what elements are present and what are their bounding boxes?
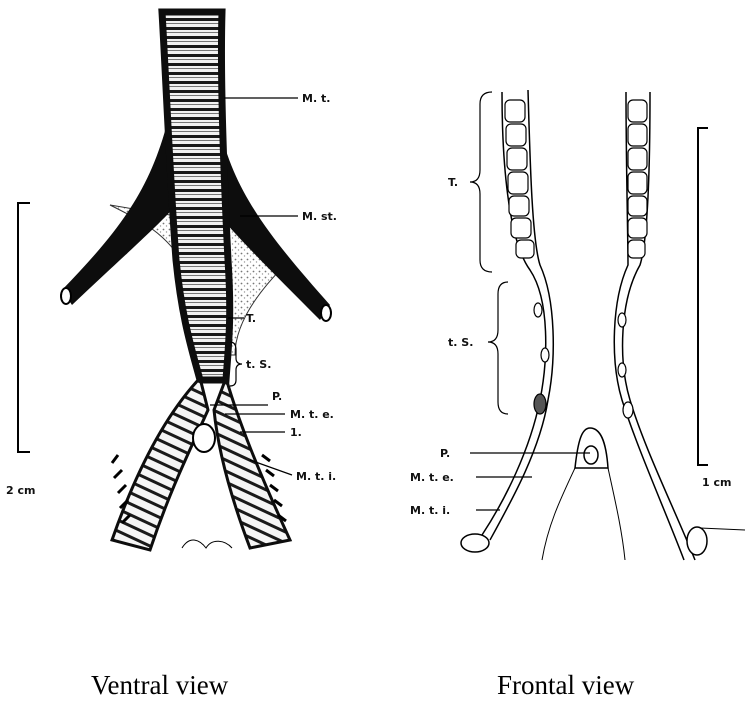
scale-bar-1cm	[698, 128, 708, 465]
muscle-end-left	[61, 288, 71, 304]
scale-label-1cm: 1 cm	[702, 476, 731, 489]
label-l: 1.	[290, 426, 302, 439]
label-mti: M. t. i.	[296, 470, 336, 483]
label-ts-frontal: t. S.	[448, 336, 473, 349]
bronchus-right	[214, 378, 290, 548]
label-mt: M. t.	[302, 92, 330, 105]
membrane-end-left	[461, 534, 489, 552]
label-mte: M. t. e.	[290, 408, 334, 421]
label-mte-frontal: M. t. e.	[410, 471, 454, 484]
septum-lines	[542, 468, 625, 560]
trachea	[162, 12, 230, 380]
pessulus-opening	[193, 424, 215, 452]
cartilage-cells-left	[505, 100, 549, 414]
bronchus-left	[112, 378, 208, 550]
ventral-view: M. t. M. st. T. t. S. P. M. t. e. 1. M. …	[6, 12, 337, 550]
muscle-end-right	[321, 305, 331, 321]
brace-ts-frontal	[488, 282, 508, 414]
cartilage-cells-right	[618, 100, 647, 418]
scale-bar-2cm	[18, 203, 30, 452]
label-ts: t. S.	[246, 358, 271, 371]
label-t: T.	[246, 312, 256, 325]
brace-t-frontal	[470, 92, 492, 272]
label-p-frontal: P.	[440, 447, 450, 460]
leader-right-end	[700, 528, 745, 530]
frontal-view: T. t. S. P. M. t. e. M. t. i. 1 cm	[410, 90, 745, 560]
caption-frontal-view: Frontal view	[497, 670, 634, 701]
label-t-frontal: T.	[448, 176, 458, 189]
label-p: P.	[272, 390, 282, 403]
label-mti-frontal: M. t. i.	[410, 504, 450, 517]
pessulus-core	[584, 446, 598, 464]
muscle-sternotrachealis-left	[62, 120, 180, 305]
caption-ventral-view: Ventral view	[91, 670, 228, 701]
scale-label-2cm: 2 cm	[6, 484, 35, 497]
membrane-end-right	[687, 527, 707, 555]
lower-outline	[182, 540, 232, 548]
label-mst: M. st.	[302, 210, 337, 223]
